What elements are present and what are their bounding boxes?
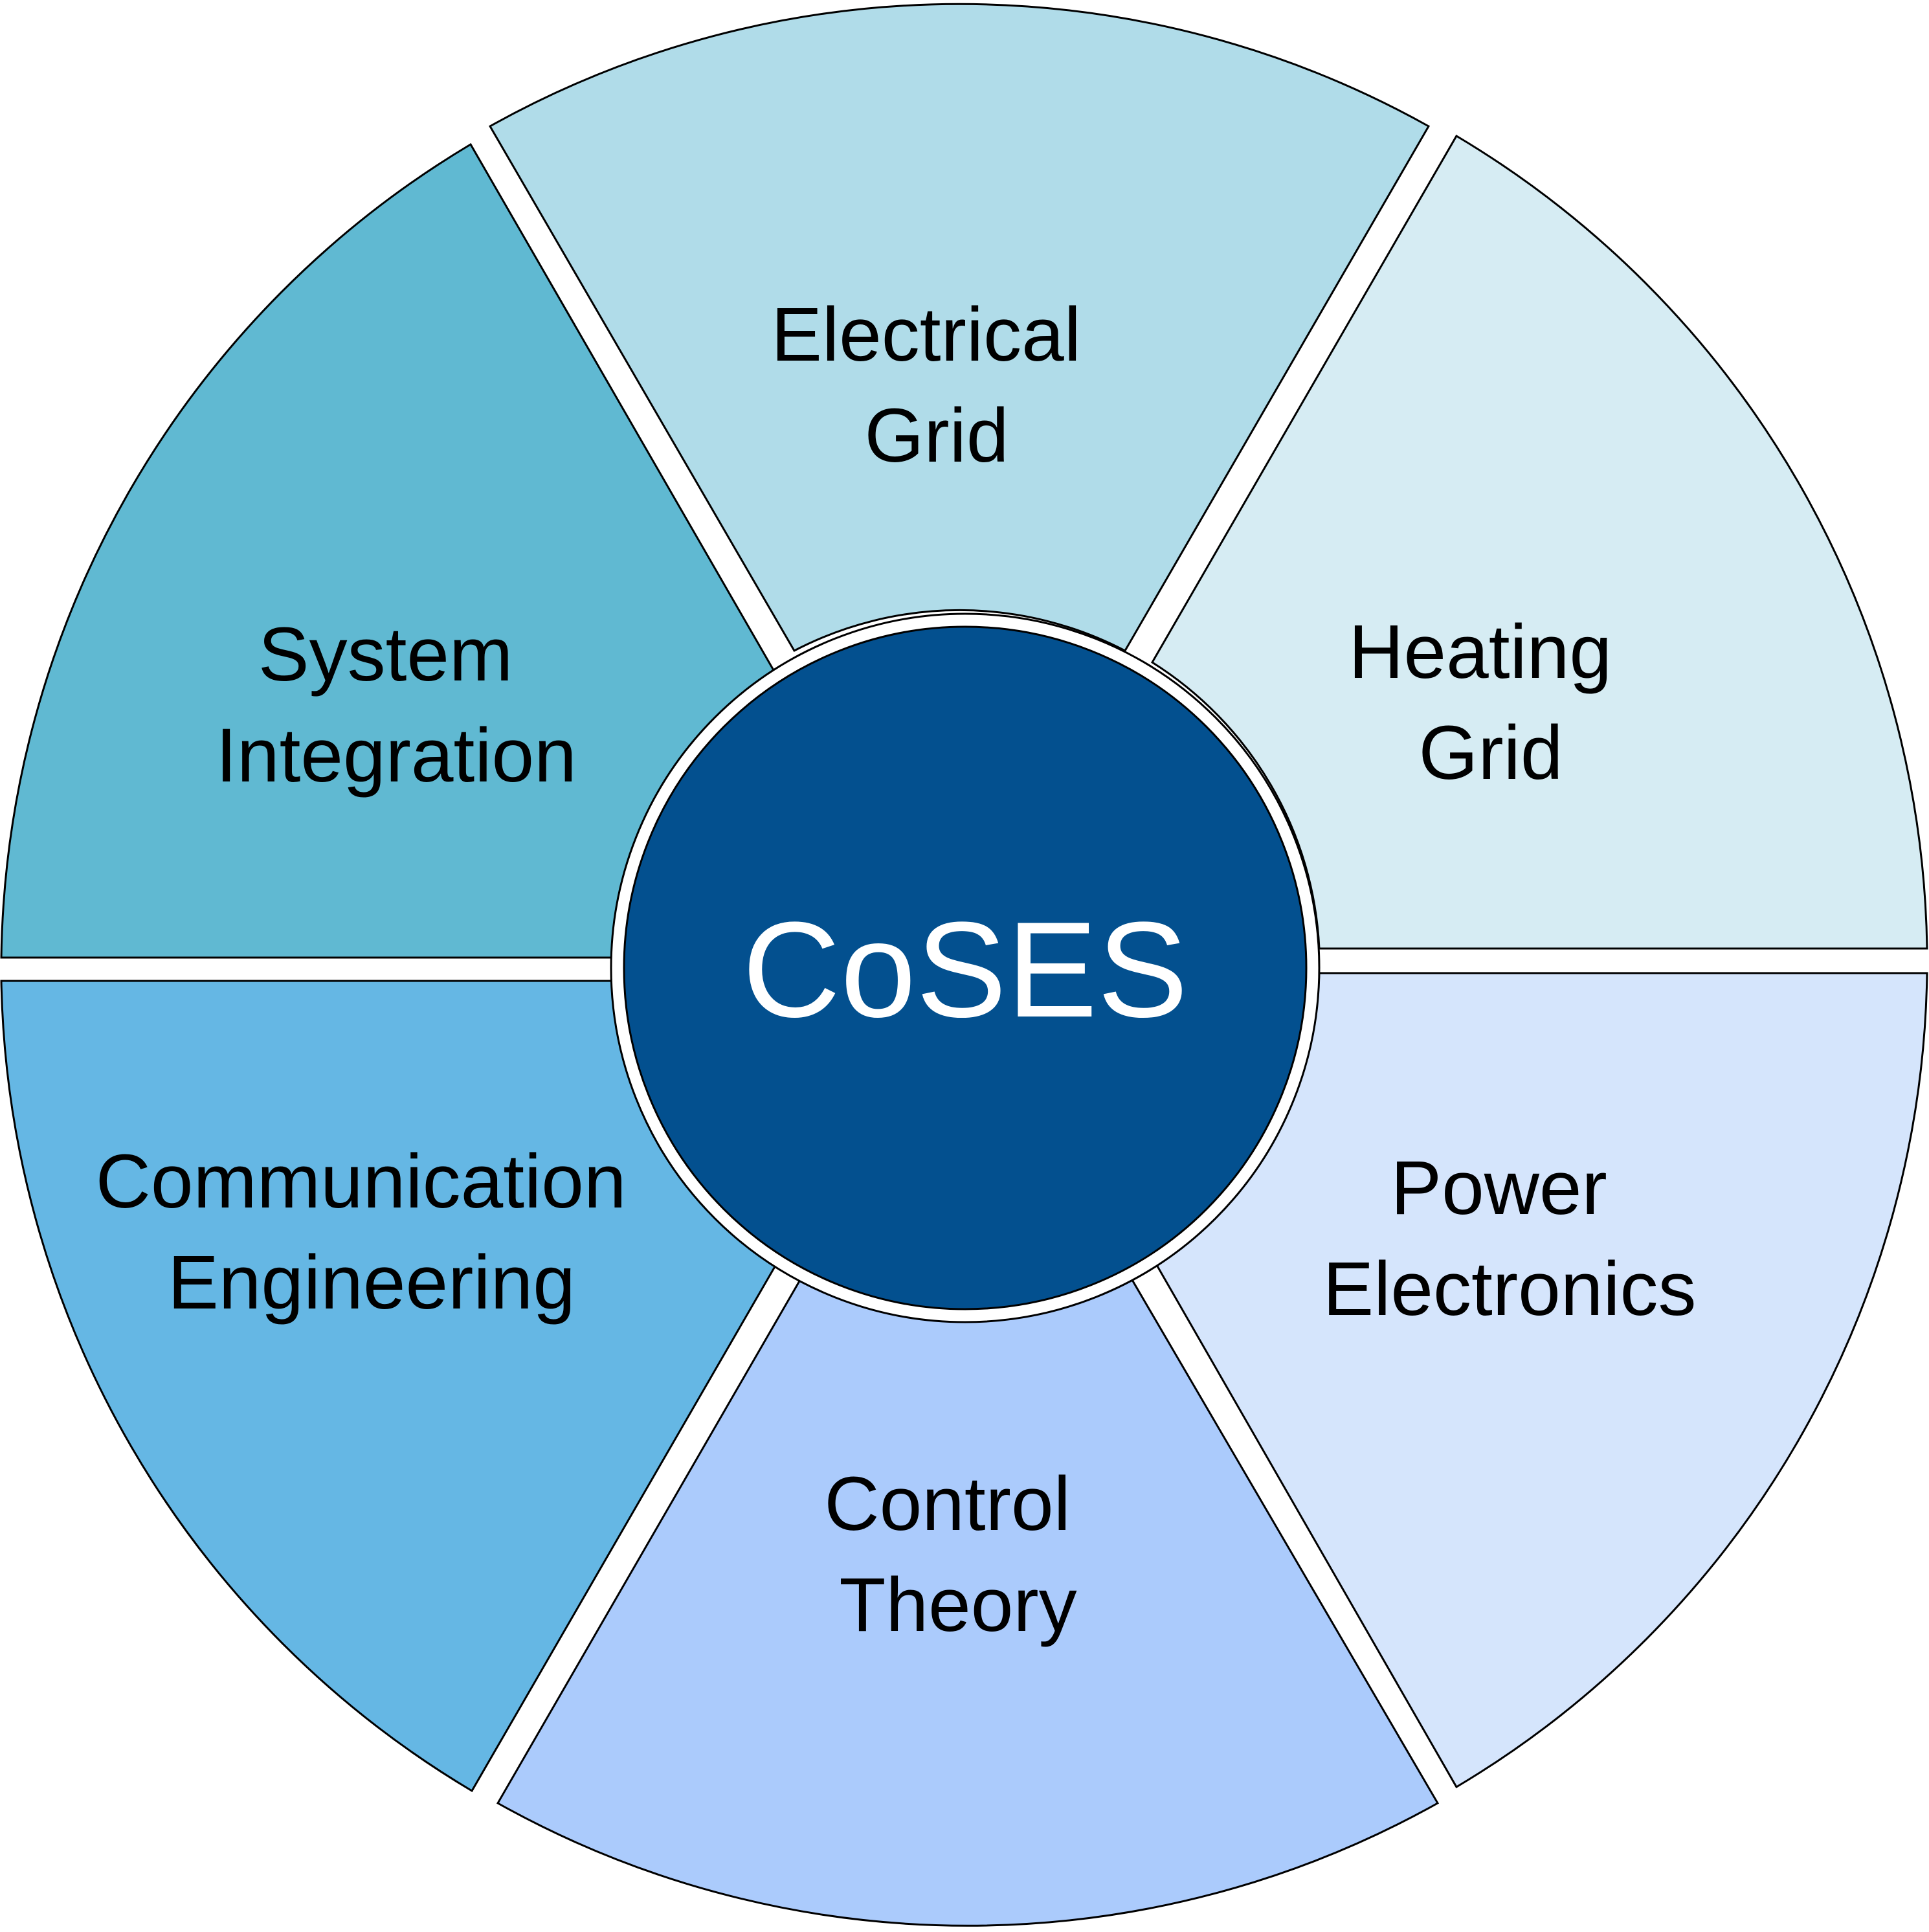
system-integration-line-2: Integration [216,713,577,798]
power-electronics-line-2: Electronics [1322,1246,1696,1332]
electrical-grid-line-1: Electrical [771,292,1081,377]
system-integration-line-1: System [258,612,513,697]
communication-engineering-label: Communication Engineering [96,1139,648,1325]
heating-grid-line-2: Grid [1419,710,1563,796]
electrical-grid-line-2: Grid [865,393,1009,478]
control-theory-label: Control Theory [824,1461,1091,1648]
center-circle [623,625,1308,1310]
system-integration-label: System Integration [216,612,577,798]
communication-engineering-line-1: Communication [96,1139,627,1224]
control-theory-line-1: Control [824,1461,1070,1547]
power-electronics-label: Power Electronics [1322,1145,1696,1332]
center-label: CoSES [742,893,1188,1046]
segment-heating-grid [1150,134,1928,950]
electrical-grid-label: Electrical Grid [771,292,1102,478]
control-theory-line-2: Theory [839,1562,1076,1648]
communication-engineering-line-2: Engineering [168,1240,575,1325]
heating-grid-line-1: Heating [1348,609,1612,695]
power-electronics-line-1: Power [1390,1145,1607,1231]
heating-grid-label: Heating Grid [1348,609,1633,796]
segment-electrical-grid [488,3,1431,652]
